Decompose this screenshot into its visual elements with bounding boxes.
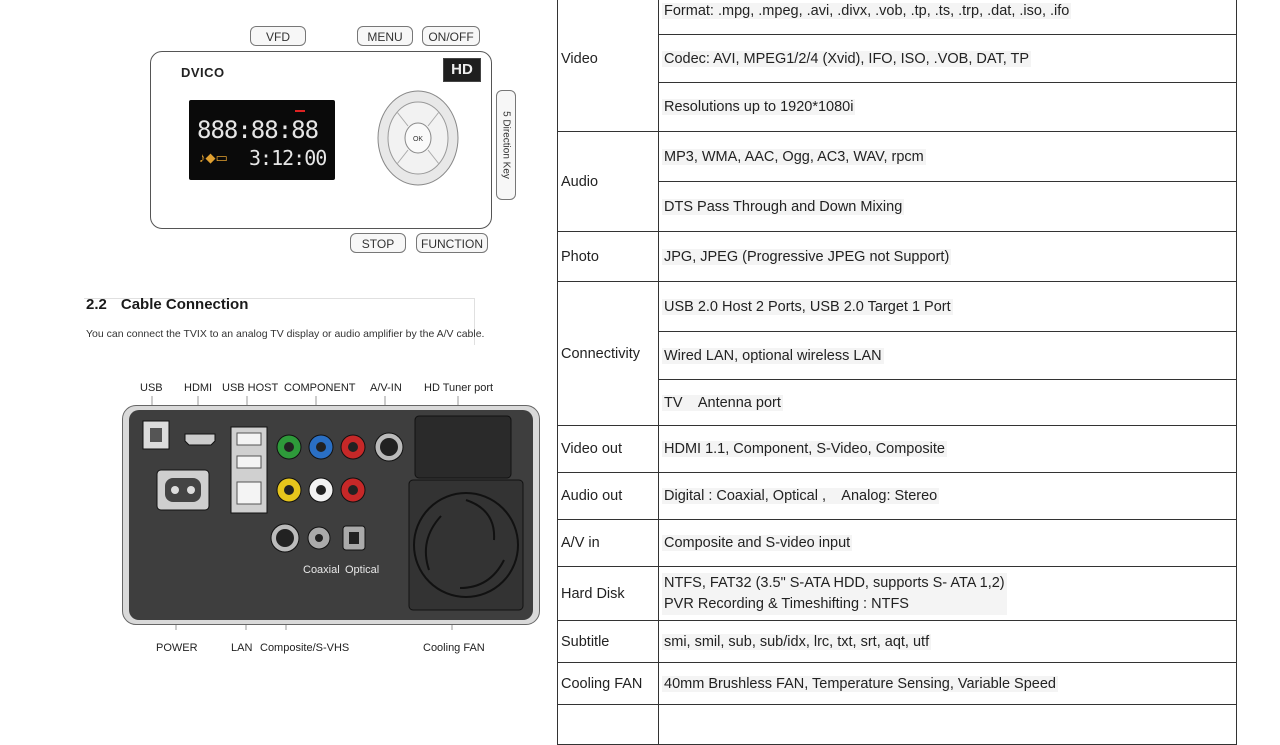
av-in-label: A/V-IN [370,382,402,394]
category-cell: A/V in [557,519,659,567]
value-cell: JPG, JPEG (Progressive JPEG not Support) [658,231,1237,282]
usb-label: USB [140,382,163,394]
display-status-icon: ♪◆▭ [199,150,228,165]
value-text: DTS Pass Through and Down Mixing [662,198,905,215]
category-cell: Audio out [557,472,659,520]
value-cell: Wired LAN, optional wireless LAN [658,331,1237,380]
menu-button: MENU [357,26,413,46]
hd-logo: HD [443,58,481,82]
table-row: Resolutions up to 1920*1080i [558,82,1237,132]
value-text: Resolutions up to 1920*1080i [662,99,856,115]
table-row: Hard Disk NTFS, FAT32 (3.5" S-ATA HDD, s… [557,566,1237,621]
power-label: POWER [156,642,198,654]
value-text: JPG, JPEG (Progressive JPEG not Support) [662,248,952,265]
value-cell: Composite and S-video input [658,519,1237,567]
value-cell: MP3, WMA, AAC, Ogg, AC3, WAV, rpcm [658,131,1237,182]
hd-tuner-label: HD Tuner port [424,382,494,394]
value-cell: NTFS, FAT32 (3.5" S-ATA HDD, supports S-… [658,566,1237,621]
section-heading: 2.2 Cable Connection [86,296,248,313]
value-text: Wired LAN, optional wireless LAN [662,347,884,364]
category-cell: Cooling FAN [557,662,659,705]
category-cell: Photo [557,231,659,282]
value-cell: Resolutions up to 1920*1080i [658,82,1237,132]
value-cell: 40mm Brushless FAN, Temperature Sensing,… [658,662,1237,705]
display-top-readout: 888:88:88 [197,116,319,144]
table-row: DTS Pass Through and Down Mixing [558,181,1237,232]
table-row: Subtitle smi, smil, sub, sub/idx, lrc, t… [557,620,1237,663]
value-text: Format: .mpg, .mpeg, .avi, .divx, .vob, … [662,2,1072,19]
value-cell: smi, smil, sub, sub/idx, lrc, txt, srt, … [658,620,1237,663]
table-row: Wired LAN, optional wireless LAN [558,331,1237,380]
value-cell: Format: .mpg, .mpeg, .avi, .divx, .vob, … [658,0,1237,35]
value-text: Digital : Coaxial, Optical , Analog: Ste… [662,488,940,504]
category-cell: Video [557,0,659,132]
value-text: NTFS, FAT32 (3.5" S-ATA HDD, supports S-… [662,572,1007,615]
table-row: Connectivity USB 2.0 Host 2 Ports, USB 2… [557,281,1237,426]
value-text: 40mm Brushless FAN, Temperature Sensing,… [662,675,1058,692]
value-text: HDMI 1.1, Component, S-Video, Composite [662,441,948,457]
value-cell: USB 2.0 Host 2 Ports, USB 2.0 Target 1 P… [658,281,1237,332]
value-text: USB 2.0 Host 2 Ports, USB 2.0 Target 1 P… [662,298,953,315]
spec-table: Video Format: .mpg, .mpeg, .avi, .divx, … [557,0,1237,745]
table-row: Video Format: .mpg, .mpeg, .avi, .divx, … [557,0,1237,132]
hdmi-label: HDMI [184,382,213,394]
table-row: Audio MP3, WMA, AAC, Ogg, AC3, WAV, rpcm [557,131,1237,232]
category-cell: Video out [557,425,659,473]
lan-label: LAN [231,642,253,654]
usb-host-label: USB HOST [222,382,279,394]
section-paragraph: You can connect the TVIX to an analog TV… [86,328,485,340]
component-label: COMPONENT [284,382,356,394]
category-cell: Connectivity [557,281,659,426]
value-text: Composite and S-video input [662,535,853,551]
record-indicator [295,110,305,112]
value-text: smi, smil, sub, sub/idx, lrc, txt, srt, … [662,633,932,650]
category-cell [557,704,659,745]
vfd-display: 888:88:88 ♪◆▭ 3:12:00 [189,100,335,180]
direction-pad: OK [377,90,459,186]
table-row: TV Antenna port [558,379,1237,426]
table-row: Codec: AVI, MPEG1/2/4 (Xvid), IFO, ISO, … [558,34,1237,83]
front-panel: DVICO HD 888:88:88 ♪◆▭ 3:12:00 OK [150,51,492,229]
brand-logo: DVICO [181,65,225,80]
optical-label: Optical [345,564,380,576]
function-button: FUNCTION [416,233,488,253]
back-panel-ports [142,415,524,611]
coaxial-label: Coaxial [303,564,340,576]
hdmi-port [184,433,216,446]
category-cell: Hard Disk [557,566,659,621]
onoff-button: ON/OFF [422,26,480,46]
direction-key-label: 5 Direction Key [496,90,516,200]
back-panel-face: Coaxial Optical [129,410,533,620]
display-time-readout: 3:12:00 [249,146,327,170]
value-cell: Codec: AVI, MPEG1/2/4 (Xvid), IFO, ISO, … [658,34,1237,83]
value-text: MP3, WMA, AAC, Ogg, AC3, WAV, rpcm [662,148,926,165]
cooling-fan [413,492,519,598]
value-text: Codec: AVI, MPEG1/2/4 (Xvid), IFO, ISO, … [662,50,1032,67]
section-number: 2.2 [86,296,107,313]
category-cell: Subtitle [557,620,659,663]
value-cell [658,704,1237,745]
section-title: Cable Connection [120,296,249,313]
value-cell: Digital : Coaxial, Optical , Analog: Ste… [658,472,1237,520]
vfd-button: VFD [250,26,306,46]
table-row: A/V in Composite and S-video input [557,519,1237,567]
table-row: Cooling FAN 40mm Brushless FAN, Temperat… [557,662,1237,705]
table-row: Photo JPG, JPEG (Progressive JPEG not Su… [557,231,1237,282]
section-frame [84,298,475,345]
value-cell: HDMI 1.1, Component, S-Video, Composite [658,425,1237,473]
table-row: Video out HDMI 1.1, Component, S-Video, … [557,425,1237,473]
table-row: Audio out Digital : Coaxial, Optical , A… [557,472,1237,520]
cooling-fan-label: Cooling FAN [423,642,485,654]
value-cell: DTS Pass Through and Down Mixing [658,181,1237,232]
dpad-ok-label: OK [413,136,423,143]
category-cell: Audio [557,131,659,232]
hd-tuner-port [414,415,512,479]
composite-svhs-label: Composite/S-VHS [260,642,350,654]
value-text: TV Antenna port [662,394,783,411]
table-row [557,704,1237,745]
lan-port [236,481,262,505]
stop-button: STOP [350,233,406,253]
value-cell: TV Antenna port [658,379,1237,426]
back-panel: Coaxial Optical [122,405,540,625]
